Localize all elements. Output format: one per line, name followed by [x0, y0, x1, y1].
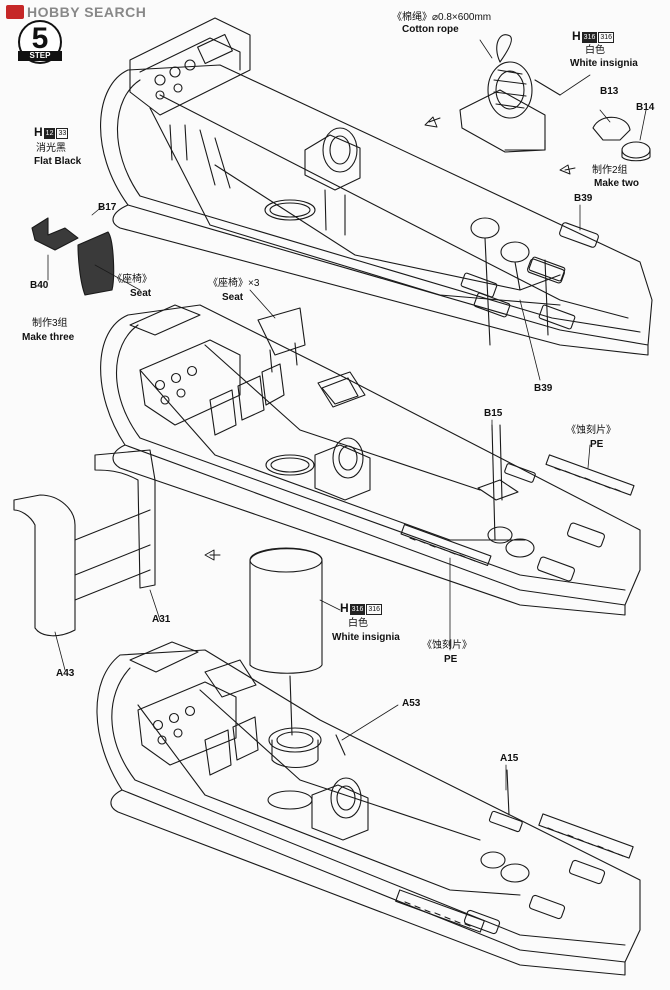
flat-black-cn: 消光黑	[36, 143, 66, 154]
watermark-text: HOBBY SEARCH	[27, 4, 147, 20]
step-badge: 5 STEP	[18, 20, 62, 64]
winch-part	[459, 34, 561, 153]
leader-lines	[47, 39, 647, 791]
part-a53-stack	[249, 547, 346, 769]
white-paint-en: White insignia	[570, 58, 638, 69]
part-label-a15: A15	[500, 753, 519, 764]
make-two-cn: 制作2组	[592, 165, 628, 176]
pe-en-1: PE	[590, 439, 604, 450]
move-arrows	[204, 116, 576, 561]
hobby-search-watermark: HOBBY SEARCH	[6, 4, 146, 20]
part-label-b15: B15	[484, 408, 503, 419]
make-three-en: Make three	[22, 332, 75, 343]
part-label-a31: A31	[152, 614, 171, 625]
part-label-a53: A53	[402, 698, 421, 709]
step-word: STEP	[18, 51, 62, 61]
part-label-b40: B40	[30, 280, 49, 291]
part-label-b39-top: B39	[574, 193, 593, 204]
part-b39-top	[526, 222, 599, 284]
hull-assembly-3	[96, 641, 641, 976]
hull-assembly-1	[100, 17, 653, 356]
hull-assembly-2	[100, 304, 641, 616]
logo-icon	[6, 5, 24, 19]
make-two-en: Make two	[594, 178, 640, 189]
cotton-rope-cn: 《棉绳》⌀0.8×600mm	[392, 12, 492, 23]
part-a31-a43	[13, 449, 156, 637]
seat-en: Seat	[130, 288, 152, 299]
white-paint-cn: 白色	[585, 45, 605, 56]
part-label-b17: B17	[98, 202, 117, 213]
part-label-b14: B14	[636, 102, 655, 113]
seat2-en: Seat	[222, 292, 244, 303]
part-label-b13: B13	[600, 86, 619, 97]
step-number: 5	[31, 22, 49, 55]
pe-en-2: PE	[444, 654, 458, 665]
part-b17-b40	[31, 217, 115, 296]
seat-cn: 《座椅》	[112, 274, 152, 285]
part-b13-b14	[592, 116, 651, 162]
white-paint-cn-2: 白色	[348, 618, 368, 629]
make-three-cn: 制作3组	[32, 318, 68, 329]
cotton-rope-en: Cotton rope	[402, 24, 459, 35]
pe-cn-2: 《蚀刻片》	[422, 640, 472, 651]
part-label-a43: A43	[56, 668, 75, 679]
white-paint-en-2: White insignia	[332, 632, 400, 643]
part-label-b39-bottom: B39	[534, 383, 553, 394]
pe-cn-1: 《蚀刻片》	[566, 425, 616, 436]
flat-black-en: Flat Black	[34, 156, 82, 167]
seat-x3-cn: 《座椅》×3	[208, 278, 260, 289]
